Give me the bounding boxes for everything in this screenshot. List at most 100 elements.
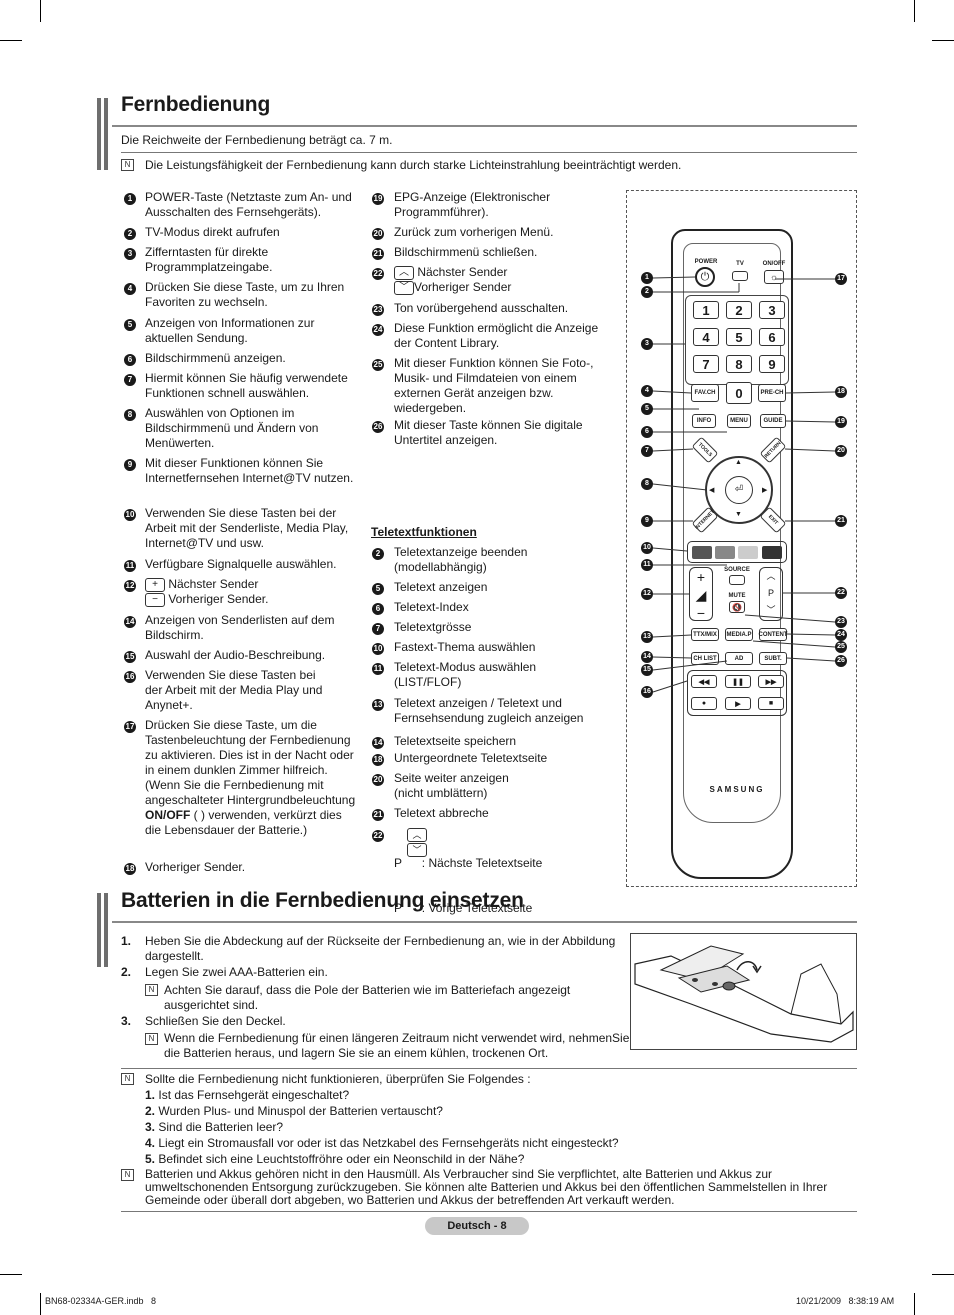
- digit-7-button[interactable]: 7: [693, 355, 719, 373]
- digit-1-button[interactable]: 1: [693, 301, 719, 319]
- callout-4: 4: [641, 385, 653, 397]
- pause-button[interactable]: ❚❚: [725, 675, 751, 688]
- check-item: 5. Befindet sich eine Leuchtstoffröhre o…: [145, 1152, 525, 1166]
- range-text: Die Reichweite der Fernbedienung beträgt…: [121, 133, 393, 147]
- digit-0-button[interactable]: 0: [726, 382, 752, 404]
- callout-17: 17: [835, 273, 847, 285]
- title-rule: [112, 921, 857, 923]
- chevron-up-icon: ︿: [407, 828, 427, 842]
- arrow-up-icon[interactable]: ▲: [735, 459, 742, 466]
- ttx-mix-button[interactable]: TTX/MIX: [691, 628, 719, 641]
- step-1-text: Heben Sie die Abdeckung auf der Rückseit…: [145, 934, 616, 963]
- callout-22: 22: [835, 587, 847, 599]
- next-channel-label: Nächster Sender: [168, 577, 259, 591]
- source-button[interactable]: [729, 575, 745, 585]
- crop-mark: [0, 40, 22, 41]
- item-number: 18: [124, 863, 136, 875]
- content-button[interactable]: CONTENT: [759, 628, 788, 641]
- note-text: Die Leistungsfähigkeit der Fernbedienung…: [145, 158, 682, 172]
- info-button[interactable]: INFO: [692, 414, 716, 428]
- item-text: Zurück zum vorherigen Menü.: [394, 225, 554, 239]
- item-text: Verfügbare Signalquelle auswählen.: [145, 557, 337, 571]
- step-number: 1.: [121, 934, 132, 948]
- callout-11: 11: [641, 559, 653, 571]
- play-button[interactable]: ▶: [725, 697, 751, 710]
- item-text: Teletext abbreche: [394, 806, 489, 820]
- item-number: 5: [372, 583, 384, 595]
- digit-3-button[interactable]: 3: [759, 301, 785, 319]
- item-number: 14: [124, 616, 136, 628]
- digit-5-button[interactable]: 5: [726, 328, 752, 346]
- callout-18: 18: [835, 386, 847, 398]
- callout-26: 26: [835, 655, 847, 667]
- channel-keys-text: ︿ Nächster Sender ﹀Vorheriger Sender: [394, 265, 609, 295]
- item-number: 21: [372, 248, 384, 260]
- note-icon: N: [145, 1033, 158, 1045]
- item-number: 22: [372, 830, 384, 842]
- arrow-left-icon[interactable]: ◀: [709, 487, 715, 494]
- callout-13: 13: [641, 631, 653, 643]
- battery-title: Batterien in die Fernbedienung einsetzen: [121, 889, 524, 912]
- item-text-backlight: Drücken Sie diese Taste, um die Tastenbe…: [145, 718, 356, 837]
- item-text: Teletextgrösse: [394, 620, 472, 634]
- pre-ch-button[interactable]: PRE-CH: [758, 384, 786, 402]
- menu-button[interactable]: MENU: [727, 414, 751, 428]
- minus-icon: −: [145, 592, 165, 607]
- callout-1: 1: [641, 272, 653, 284]
- blue-button[interactable]: [762, 546, 782, 559]
- section-bar: [104, 98, 108, 170]
- mute-button[interactable]: 🔇: [729, 601, 745, 613]
- crop-mark: [932, 1274, 954, 1275]
- record-button[interactable]: ●: [691, 697, 717, 710]
- fav-ch-button[interactable]: FAV.CH: [691, 384, 719, 402]
- ad-button[interactable]: AD: [725, 652, 753, 665]
- power-button[interactable]: ⏻: [695, 267, 715, 287]
- item-number: 12: [124, 580, 136, 592]
- item-number: 13: [372, 699, 384, 711]
- onoff-label: ON/OFF: [762, 261, 786, 267]
- item-text: Teletextanzeige beenden (modellabhängig): [394, 545, 528, 574]
- fast-forward-button[interactable]: ▶▶: [758, 675, 784, 688]
- subt-button[interactable]: SUBT.: [759, 652, 787, 665]
- enter-button[interactable]: ⏎: [725, 476, 753, 504]
- item-number: 19: [372, 193, 384, 205]
- digit-2-button[interactable]: 2: [726, 301, 752, 319]
- tv-label: TV: [736, 261, 744, 267]
- prev-channel-label: Vorheriger Sender: [414, 280, 512, 294]
- red-button[interactable]: [692, 546, 712, 559]
- crop-mark: [40, 1293, 41, 1315]
- divider: [121, 1068, 857, 1069]
- item-number: 21: [372, 809, 384, 821]
- arrow-down-icon[interactable]: ▼: [735, 511, 742, 518]
- digit-4-button[interactable]: 4: [693, 328, 719, 346]
- tv-button[interactable]: [732, 271, 748, 281]
- ch-list-button[interactable]: CH LIST: [691, 652, 719, 665]
- stop-button[interactable]: ■: [758, 697, 784, 710]
- item-text: Ton vorübergehend ausschalten.: [394, 301, 569, 315]
- channel-rocker[interactable]: ︿P﹀: [759, 567, 783, 621]
- media-p-button[interactable]: MEDIA.P: [725, 628, 753, 641]
- item-number: 7: [124, 374, 136, 386]
- channel-keys-text: + Nächster Sender − Vorheriger Sender.: [145, 577, 360, 607]
- guide-button[interactable]: GUIDE: [760, 414, 786, 428]
- item-number: 26: [372, 421, 384, 433]
- digit-6-button[interactable]: 6: [759, 328, 785, 346]
- mute-label: MUTE: [728, 593, 746, 599]
- rewind-button[interactable]: ◀◀: [691, 675, 717, 688]
- digit-9-button[interactable]: 9: [759, 355, 785, 373]
- item-text: Bildschirmmenü anzeigen.: [145, 351, 286, 365]
- yellow-button[interactable]: [738, 546, 758, 559]
- chevron-down-icon: ﹀: [407, 843, 427, 857]
- section-bar: [104, 893, 108, 967]
- backlight-button[interactable]: ☼: [764, 270, 784, 284]
- item-number: 2: [372, 548, 384, 560]
- arrow-right-icon[interactable]: ▶: [762, 487, 768, 494]
- volume-rocker[interactable]: +◢−: [689, 567, 713, 621]
- disposal-text: Batterien und Akkus gehören nicht in den…: [145, 1167, 828, 1207]
- green-button[interactable]: [715, 546, 735, 559]
- digit-8-button[interactable]: 8: [726, 355, 752, 373]
- item-number: 7: [372, 623, 384, 635]
- divider: [121, 1211, 857, 1212]
- callout-9: 9: [641, 515, 653, 527]
- callout-23: 23: [835, 616, 847, 628]
